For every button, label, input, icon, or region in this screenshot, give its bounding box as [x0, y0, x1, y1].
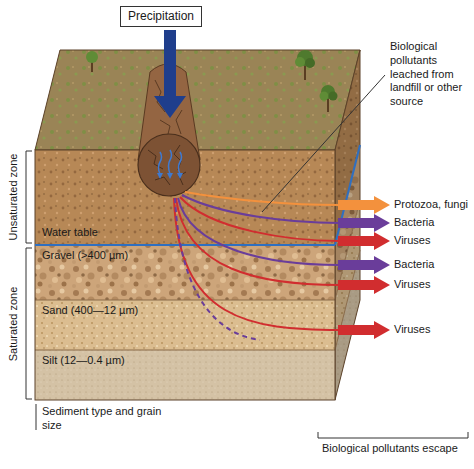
- callout-label: Biological pollutants leached from landf…: [390, 40, 470, 109]
- pathogen-label: Viruses: [394, 278, 430, 292]
- node-text: Sand (400—12 µm): [42, 304, 138, 318]
- escape-arrow: [338, 321, 390, 339]
- seepage-arrowheads: [157, 173, 183, 179]
- escape-arrow: [338, 256, 390, 274]
- tree: [295, 50, 315, 80]
- pollutant-paths: [174, 192, 340, 340]
- label-box: Precipitation: [120, 6, 202, 27]
- landfill-texture: [148, 145, 186, 185]
- water-table-label: Water table: [42, 226, 122, 240]
- escape-arrow: [338, 214, 390, 232]
- escape-arrow: [338, 232, 390, 250]
- node-text: Silt (12—0.4 µm): [42, 354, 125, 368]
- node-text: Gravel (>400 µm): [42, 249, 128, 263]
- seepage-arrows: [159, 150, 182, 174]
- water-table-line: [335, 145, 360, 245]
- escape-arrow: [338, 276, 390, 294]
- zone-label: Saturated zone: [7, 287, 21, 362]
- silt-front: [35, 350, 335, 400]
- pathogen-label: Bacteria: [394, 258, 434, 272]
- sand-layer: Sand (400—12 µm): [35, 300, 335, 350]
- sediment-bracket: [36, 404, 37, 430]
- landfill-section: [138, 134, 200, 196]
- node-text: Precipitation: [128, 9, 194, 24]
- zone-label: Unsaturated zone: [7, 154, 21, 241]
- zone-bracket: [26, 151, 32, 243]
- gravel-layer: Gravel (>400 µm): [35, 245, 335, 300]
- layer-boundary: [35, 300, 335, 301]
- pathogen-label: Protozoa, fungi: [394, 198, 468, 212]
- pathogen-label: Viruses: [394, 234, 430, 248]
- sand-front: [35, 300, 335, 350]
- layer-boundary: [35, 350, 335, 351]
- leader-line: [262, 75, 385, 212]
- silt-layer: Silt (12—0.4 µm): [35, 350, 335, 400]
- tree: [86, 51, 98, 72]
- tree: [320, 85, 338, 112]
- pathogen-label: Bacteria: [394, 216, 434, 230]
- precipitation-arrow: [154, 30, 186, 118]
- pathogen-label: Viruses: [394, 323, 430, 337]
- escape-bracket: [318, 432, 468, 438]
- bracket-label: Biological pollutants escape: [322, 442, 458, 456]
- water-table-line: [35, 244, 335, 246]
- zone-bracket: [26, 248, 32, 399]
- escape-arrow: [338, 196, 390, 214]
- axis-caption: Sediment type and grain size: [42, 405, 172, 433]
- gravel-front: [35, 245, 335, 300]
- ground-surface: [35, 50, 360, 150]
